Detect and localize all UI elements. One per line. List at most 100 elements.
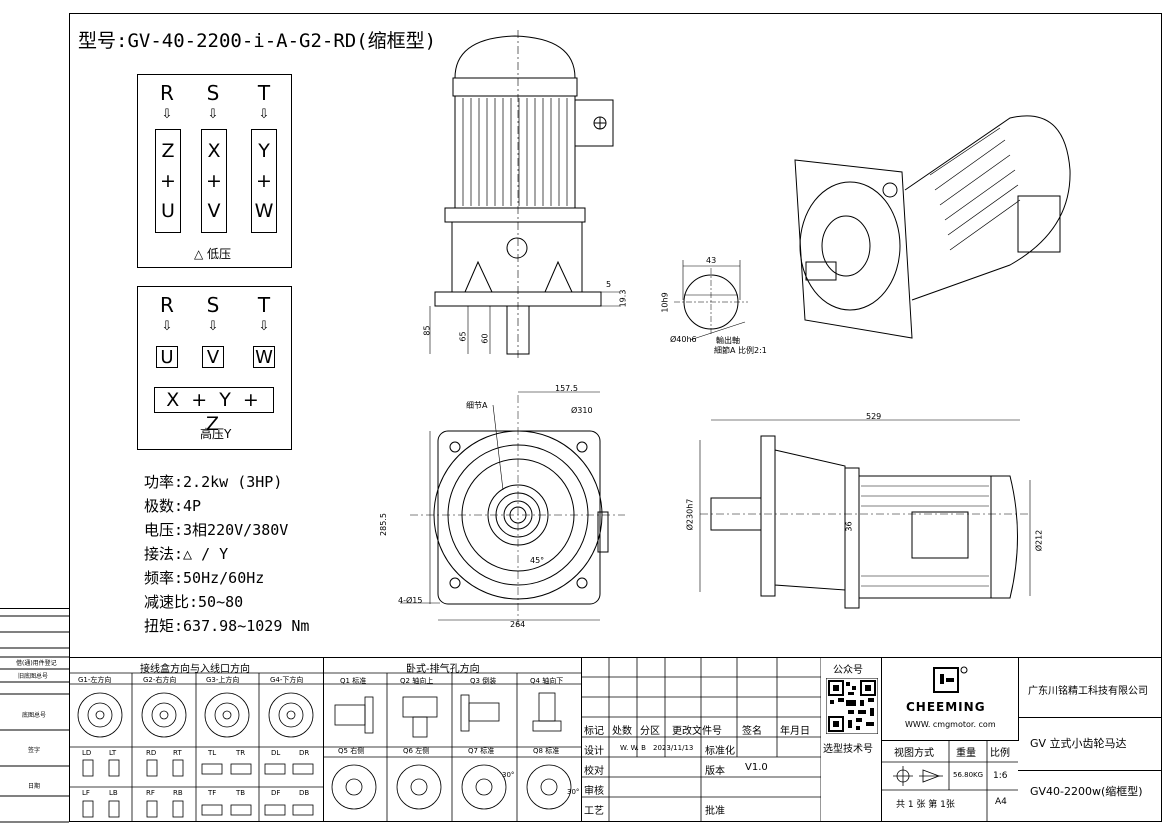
product-cell <box>1018 717 1162 771</box>
terminal-box-yw: Y + W <box>251 129 277 233</box>
dim-10h9: 10h9 <box>660 292 670 313</box>
product-name: GV 立式小齿轮马达 <box>1030 737 1127 750</box>
down-arrow-icon: ⇩ <box>161 107 173 122</box>
mount-grid <box>323 672 581 822</box>
mount-view-q4: Q4 轴向下 <box>530 677 564 685</box>
spec-torque: 扭矩:637.98~1029 Nm <box>144 617 310 635</box>
dim-d230h7: Ø230h7 <box>685 498 695 531</box>
company-name: 广东川铭精工科技有限公司 <box>1028 686 1148 697</box>
rev-label-check: 校对 <box>584 766 604 777</box>
wiring-sub-label: LB <box>109 789 118 797</box>
wiring-sub-label: TF <box>208 789 217 797</box>
dim-45deg: 45° <box>530 556 545 565</box>
front-view-motor <box>429 30 620 360</box>
qr-section <box>821 657 882 822</box>
wiring-sub-label: DL <box>271 749 281 757</box>
terminal-char: Z <box>161 139 175 162</box>
dim-65: 65 <box>458 331 468 342</box>
high-voltage-caption: 高压Y <box>200 427 232 441</box>
rev-label-design: 设计 <box>584 746 604 757</box>
mount-view-q1: Q1 标准 <box>340 677 367 685</box>
strip-label: 底图总号 <box>22 712 47 719</box>
dim-529: 529 <box>866 412 882 421</box>
sheet-count: 共 1 张 第 1张 <box>896 800 955 810</box>
spec-frequency: 频率:50Hz/60Hz <box>144 569 265 587</box>
strip-label: 日期 <box>28 783 41 790</box>
weight-label: 重量 <box>956 748 976 759</box>
low-voltage-caption: △ 低压 <box>194 247 232 261</box>
dim-264: 264 <box>510 620 526 629</box>
rev-label-review: 审核 <box>584 786 604 797</box>
terminal-char: Y <box>258 139 270 162</box>
spec-ratio: 减速比:50~80 <box>144 593 244 611</box>
dim-d212: Ø212 <box>1034 529 1044 552</box>
brand-section <box>881 657 1019 741</box>
rev-version: V1.0 <box>745 762 768 773</box>
shaft-detail <box>674 260 748 341</box>
left-sign-strip <box>0 608 69 823</box>
model-short: GV40-2200w(缩框型) <box>1030 785 1143 798</box>
wiring-grid <box>69 672 323 822</box>
terminal-label-t: T <box>257 81 271 105</box>
low-voltage-wiring-diagram: R S T ⇩ ⇩ ⇩ Z + U X + V Y + W △ 低压 <box>137 74 292 268</box>
info-grid <box>881 740 1018 822</box>
down-arrow-icon: ⇩ <box>258 107 270 122</box>
dim-285-5: 285.5 <box>378 513 388 536</box>
rev-label-version: 版本 <box>705 766 725 777</box>
terminal-label-s: S <box>206 81 220 105</box>
detail-note: 細節A 比例2:1 <box>714 346 767 355</box>
wiring-sub-label: TB <box>236 789 246 797</box>
dim-d310: Ø310 <box>571 406 593 415</box>
title-block <box>69 657 1162 823</box>
terminal-label-t: T <box>257 293 271 317</box>
down-arrow-icon: ⇩ <box>161 319 173 334</box>
dim-157-5: 157.5 <box>555 384 578 393</box>
revision-grid <box>581 657 821 822</box>
rev-designer: W. W. B <box>620 744 646 752</box>
terminal-char: W <box>254 199 274 222</box>
dim-19-3: 19.3 <box>618 289 628 308</box>
mount-view-q3: Q3 倒装 <box>470 677 497 685</box>
qr-code <box>826 678 878 734</box>
wiring-sub-label: RB <box>173 789 183 797</box>
scale-value: 1:6 <box>993 771 1008 781</box>
view-method-label: 视图方式 <box>894 748 934 759</box>
flange-end-view <box>400 391 625 625</box>
scale-label: 比例 <box>990 748 1010 759</box>
wiring-sub-label: LT <box>109 749 117 757</box>
mount-view-q5: Q5 右侧 <box>338 747 365 755</box>
high-voltage-wiring-diagram: R S T ⇩ ⇩ ⇩ U V W X + Y + Z 高压Y <box>137 286 292 450</box>
mount-view-q8: Q8 标准 <box>533 747 560 755</box>
spec-poles: 极数:4P <box>144 497 202 515</box>
terminal-label-s: S <box>206 293 220 317</box>
wiring-view-g1: G1-左方向 <box>78 676 112 684</box>
company-cell <box>1018 657 1162 718</box>
wiring-sub-label: DB <box>299 789 310 797</box>
rev-header: 处数 <box>612 726 632 737</box>
terminal-char: + <box>160 169 176 192</box>
spec-connection: 接法:△ / Y <box>144 545 229 563</box>
rev-label-approve: 批准 <box>705 806 725 817</box>
mount-header: 卧式-排气孔方向 <box>406 664 480 675</box>
terminal-label-r: R <box>160 293 174 317</box>
terminal-label-r: R <box>160 81 174 105</box>
public-account-label: 公众号 <box>833 665 863 676</box>
tech-code-label: 选型技术号 <box>823 744 873 755</box>
dim-43: 43 <box>706 256 717 265</box>
terminal-box-u: U <box>156 346 178 368</box>
dim-85: 85 <box>422 325 432 336</box>
terminal-char: U <box>161 199 175 222</box>
wiring-sub-label: RD <box>146 749 157 757</box>
rev-label-std: 标准化 <box>705 746 735 757</box>
down-arrow-icon: ⇩ <box>258 319 270 334</box>
brand-name: CHEEMING <box>906 700 986 714</box>
star-point-box: X + Y + Z <box>154 387 274 435</box>
rev-header: 年月日 <box>780 726 810 737</box>
wiring-sub-label: TR <box>236 749 246 757</box>
shaft-note: 輸出軸 <box>716 336 740 345</box>
drawing-frame <box>69 13 1162 822</box>
detail-a-label: 细节A <box>466 401 488 410</box>
wiring-sub-label: LF <box>82 789 90 797</box>
strip-label: 签字 <box>28 747 41 754</box>
rev-date: 2023/11/13 <box>653 744 694 752</box>
